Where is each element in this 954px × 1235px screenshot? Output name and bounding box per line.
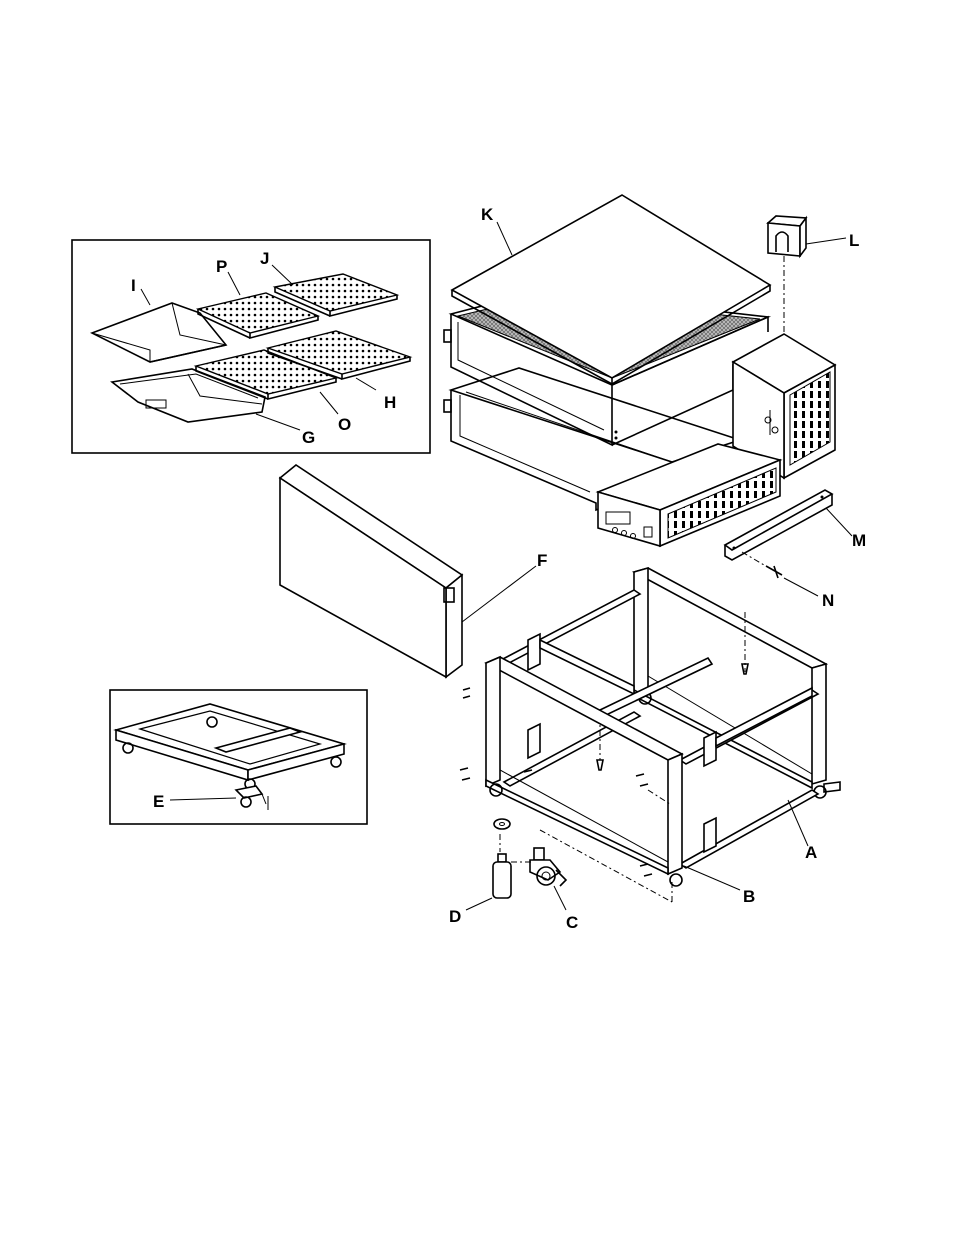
stand-side-rails bbox=[501, 590, 818, 868]
label-a: A bbox=[805, 843, 817, 862]
label-n: N bbox=[822, 591, 834, 610]
part-p-grate bbox=[198, 293, 318, 338]
part-l-cap bbox=[768, 216, 806, 256]
label-l: L bbox=[849, 231, 859, 250]
part-e-caster bbox=[236, 786, 268, 810]
label-e: E bbox=[153, 792, 164, 811]
part-base-stand bbox=[116, 704, 344, 789]
part-k-lid bbox=[452, 195, 770, 384]
label-o: O bbox=[338, 415, 351, 434]
label-p: P bbox=[216, 257, 227, 276]
base-inset-box: E bbox=[110, 690, 367, 824]
stand-frame: A B bbox=[460, 568, 840, 906]
label-h: H bbox=[384, 393, 396, 412]
label-d: D bbox=[449, 907, 461, 926]
part-n-screw: N bbox=[742, 552, 834, 610]
label-g: G bbox=[302, 428, 315, 447]
label-j: J bbox=[260, 249, 269, 268]
part-c-caster: C bbox=[530, 830, 672, 932]
label-c: C bbox=[566, 913, 578, 932]
label-b: B bbox=[743, 887, 755, 906]
label-i: I bbox=[131, 276, 136, 295]
part-d-leg: D bbox=[449, 819, 534, 926]
oven-assembly: K L bbox=[444, 195, 859, 546]
label-k: K bbox=[481, 205, 494, 224]
racks-inset-box: I P J H O G bbox=[72, 240, 430, 453]
label-m: M bbox=[852, 531, 866, 550]
label-f: F bbox=[537, 551, 547, 570]
part-f-panel: F bbox=[280, 465, 547, 677]
